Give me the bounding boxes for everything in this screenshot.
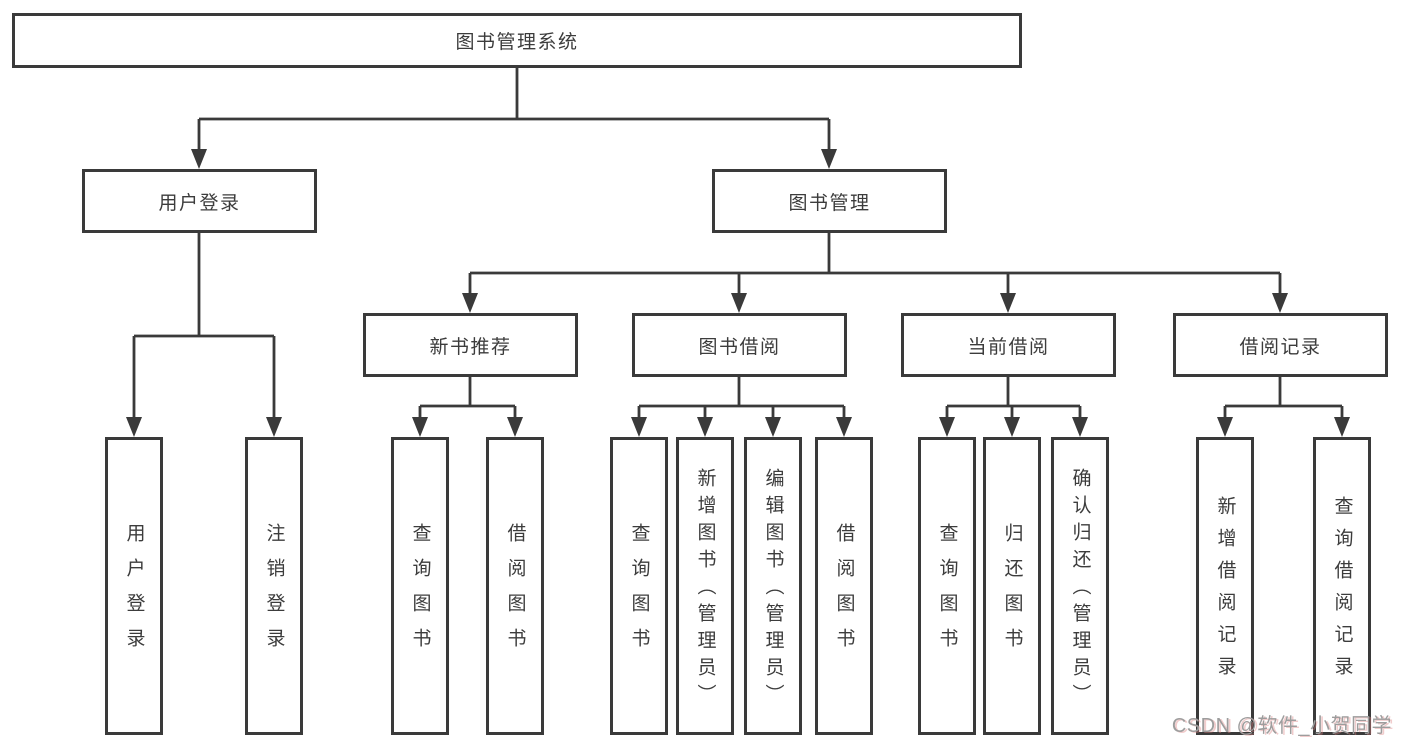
node-current-borrowing: 当前借阅 bbox=[901, 313, 1116, 377]
node-label: 图书借阅 bbox=[698, 336, 781, 358]
leaf-label: 新增图书（管理员） bbox=[694, 467, 716, 711]
leaf-edit-book-admin: 编辑图书（管理员） bbox=[744, 437, 802, 735]
leaf-label: 借阅图书 bbox=[504, 523, 526, 663]
leaf-label: 归还图书 bbox=[1001, 523, 1023, 663]
leaf-logout-login: 注销登录 bbox=[245, 437, 303, 735]
node-new-book-recommendation: 新书推荐 bbox=[363, 313, 578, 377]
leaf-label: 编辑图书（管理员） bbox=[762, 467, 784, 711]
leaf-user-login: 用户登录 bbox=[105, 437, 163, 735]
leaf-return-book: 归还图书 bbox=[983, 437, 1041, 735]
leaf-borrow-books: 借阅图书 bbox=[815, 437, 873, 735]
leaf-query-books-borrowing: 查询图书 bbox=[610, 437, 668, 735]
leaf-label: 查询图书 bbox=[936, 523, 958, 663]
leaf-borrow-books-recommendation: 借阅图书 bbox=[486, 437, 544, 735]
node-borrowing-records: 借阅记录 bbox=[1173, 313, 1388, 377]
leaf-label: 查询图书 bbox=[409, 523, 431, 663]
leaf-query-books-current: 查询图书 bbox=[918, 437, 976, 735]
node-book-management: 图书管理 bbox=[712, 169, 947, 233]
node-label: 新书推荐 bbox=[429, 336, 512, 358]
leaf-query-borrow-record: 查询借阅记录 bbox=[1313, 437, 1371, 735]
node-label: 图书管理系统 bbox=[455, 32, 579, 53]
csdn-watermark: CSDN @软件_小贺同学 bbox=[1171, 715, 1392, 737]
node-label: 借阅记录 bbox=[1239, 336, 1322, 358]
node-label: 当前借阅 bbox=[967, 336, 1050, 358]
leaf-label: 查询借阅记录 bbox=[1331, 495, 1353, 688]
leaf-label: 注销登录 bbox=[263, 523, 285, 663]
node-library-management-system: 图书管理系统 bbox=[12, 13, 1022, 68]
leaf-label: 借阅图书 bbox=[833, 523, 855, 663]
leaf-label: 查询图书 bbox=[628, 523, 650, 663]
leaf-add-borrow-record: 新增借阅记录 bbox=[1196, 437, 1254, 735]
leaf-confirm-return-admin: 确认归还（管理员） bbox=[1051, 437, 1109, 735]
node-label: 图书管理 bbox=[788, 192, 871, 214]
leaf-add-book-admin: 新增图书（管理员） bbox=[676, 437, 734, 735]
node-book-borrowing: 图书借阅 bbox=[632, 313, 847, 377]
node-label: 用户登录 bbox=[158, 192, 241, 214]
leaf-label: 确认归还（管理员） bbox=[1069, 467, 1091, 711]
leaf-query-books-recommendation: 查询图书 bbox=[391, 437, 449, 735]
leaf-label: 新增借阅记录 bbox=[1214, 495, 1236, 688]
leaf-label: 用户登录 bbox=[123, 523, 145, 663]
node-user-login: 用户登录 bbox=[82, 169, 317, 233]
